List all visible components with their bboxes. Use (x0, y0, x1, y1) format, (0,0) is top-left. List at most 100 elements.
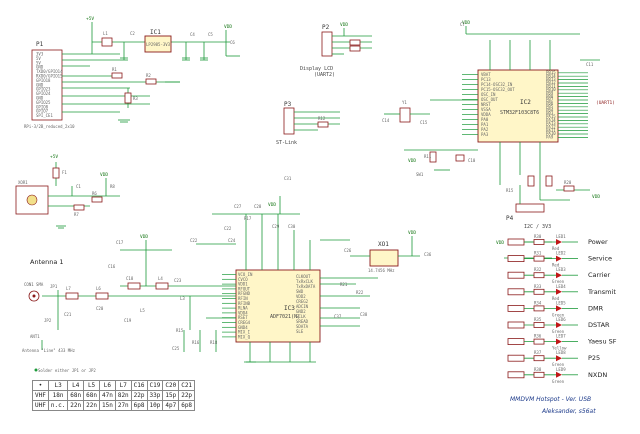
svg-text:Display LCD: Display LCD (300, 66, 333, 72)
ic2-pin-label: PA0 (481, 117, 489, 122)
led-net-label-box (507, 255, 525, 263)
svg-text:C20: C20 (96, 306, 104, 311)
table-header-cell: • (32, 380, 49, 391)
led-resistor (533, 338, 545, 345)
p1-pin-label: 5V (36, 56, 41, 61)
antenna-section: Antenna 1 CON1 SMA JP1 JP2 ANT1 Antenna … (22, 258, 96, 373)
led-ref: R32 (534, 267, 542, 272)
svg-text:VDD: VDD (100, 172, 108, 178)
table-cell: 47n (98, 390, 116, 401)
led-color: Yellow (552, 346, 567, 351)
ic2-pin-label: PB5 (546, 104, 554, 109)
led-diode-icon (556, 371, 562, 378)
svg-text:P2: P2 (322, 24, 330, 31)
svg-text:C1: C1 (76, 184, 81, 189)
led-label: DMR (588, 304, 604, 312)
ic2-pin-label: PC14-OSC32_IN (481, 82, 513, 87)
table-header-cell: C21 (178, 380, 196, 391)
svg-text:R7: R7 (74, 212, 79, 217)
ic3-pin-label: SREAD (296, 319, 309, 324)
reset-circuit: R11 SW1 C10 (416, 151, 476, 177)
table-cell: 68n (83, 390, 100, 401)
ic3-pin-label: SLE (296, 329, 304, 334)
svg-text:Solder either JP1 or JP2: Solder either JP1 or JP2 (38, 368, 96, 373)
p1-pin-label: GPIO8 (36, 104, 49, 109)
svg-text:C27: C27 (234, 204, 242, 209)
table-header-cell: L7 (114, 380, 132, 391)
led-ref: R35 (534, 317, 542, 322)
svg-text:C29: C29 (272, 224, 280, 229)
ic3-pin-label: SDATA (296, 324, 309, 329)
svg-text:L7: L7 (66, 286, 71, 291)
ic2-pin-label: PA13 (546, 121, 556, 126)
table-cell: 18n (47, 390, 69, 401)
ic2-pin-label: PB8 (546, 94, 554, 99)
svg-text:XO1: XO1 (378, 241, 389, 248)
p1-pin-label: GPIO18 (36, 78, 51, 83)
p1-pin-label: GND (36, 65, 44, 70)
svg-text:C17: C17 (116, 240, 124, 245)
svg-text:C19: C19 (124, 318, 132, 323)
svg-text:RPi-3/2B_reduced_2x10: RPi-3/2B_reduced_2x10 (24, 124, 75, 129)
svg-text:CON1 SMA: CON1 SMA (24, 282, 44, 287)
p1-pin-label: RXD0/GPIO15 (36, 74, 63, 79)
ic3-pin-label: RFIN (238, 296, 248, 301)
svg-text:R15: R15 (176, 328, 184, 333)
ic3-pin-label: VDD4 (238, 310, 248, 315)
svg-text:R1: R1 (112, 67, 117, 72)
ic2-pin-label: VSSA (481, 107, 491, 112)
ic2-pin-label: PC13 (481, 77, 491, 82)
svg-text:R15: R15 (506, 188, 514, 193)
ic3-pin-label: RLNA (238, 306, 248, 311)
ic2-pin-label: PA11 (546, 128, 556, 133)
svg-text:R12: R12 (318, 116, 326, 121)
ic2-pin-label: PB10 (546, 87, 556, 92)
p1-pin-label: GPIO24 (36, 91, 51, 96)
table-cell: n.c. (47, 400, 69, 411)
led-color: Red (552, 246, 560, 251)
svg-text:R16: R16 (192, 340, 200, 345)
led-diode-icon (556, 355, 562, 362)
ic2-pin-label: PA14 (546, 118, 556, 123)
led-ref: LED7 (556, 334, 566, 339)
table-cell: 6p8 (130, 400, 148, 411)
led-label: Carrier (588, 271, 611, 279)
svg-text:L5: L5 (140, 308, 145, 313)
table-header-cell: C20 (162, 380, 180, 391)
svg-text:P1: P1 (36, 41, 44, 48)
led-ref: LED9 (556, 367, 566, 372)
ic2-pin-label: PA9 (546, 135, 554, 140)
led-net-label-box (507, 304, 525, 312)
ic2-pin-label: OSC_IN (481, 92, 496, 97)
ic3-pin-label: GND2 (296, 309, 306, 314)
p1-pin-label: TXD0/GPIO14 (36, 69, 63, 74)
table-header-cell: C19 (146, 380, 164, 391)
svg-text:VDD: VDD (408, 230, 416, 236)
led-label: Yaesu SF (587, 338, 617, 346)
svg-text:XOR1: XOR1 (18, 180, 28, 185)
svg-text:C18: C18 (126, 276, 134, 281)
svg-text:R18: R18 (210, 340, 218, 345)
ic2-pin-label: PB15 (546, 70, 556, 75)
ic3-pin-label: RSET (238, 315, 248, 320)
led-resistor (533, 355, 545, 362)
ic3-pin-label: VCO_IN (238, 272, 253, 277)
ic3-pin-label: CLKOUT (296, 274, 311, 279)
title-line-2: Aleksander, s56at (542, 408, 596, 415)
svg-text:JP1: JP1 (50, 284, 58, 289)
svg-text:L1: L1 (103, 31, 108, 36)
ic2-pin-label: VBAT (481, 72, 491, 77)
table-cell: 68n (67, 390, 85, 401)
svg-text:JP2: JP2 (44, 318, 52, 323)
p1-pin-label: 3V3 (36, 52, 44, 57)
led-ref: R33 (534, 284, 542, 289)
rf-transceiver-ic3: IC3 ADF7021(N) VCO_INCVCOVDD1RFOUTRFGNDR… (212, 176, 378, 363)
svg-text:(UART1): (UART1) (596, 100, 615, 106)
